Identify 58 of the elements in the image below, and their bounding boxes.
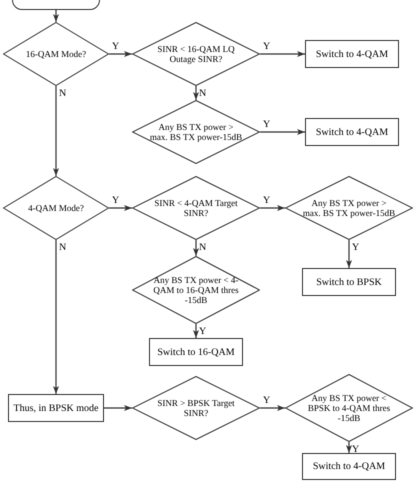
decision-text: Any BS TX power < BPSK to 4-QAM thres -15dB [306,393,392,423]
decision-text: Any BS TX power > max. BS TX power-15dB [302,198,396,218]
flow-arrow [260,129,305,135]
process-box [8,394,104,422]
decision-text: SINR < 16-QAM LQ Outage SINR? [156,44,236,64]
edge-label: Y [263,119,270,130]
edge-label: N [199,88,206,99]
decision-text: SINR > BPSK Target SINR? [156,398,236,418]
flow-arrow [346,442,352,453]
flow-arrow [109,205,132,211]
flow-arrow [193,324,199,338]
decision-diamond [285,374,413,442]
decision-text: 4-QAM Mode? [28,203,84,213]
decision-text: SINR < 4-QAM Target SINR? [153,198,239,218]
decision-diamond [132,22,260,86]
edge-label: Y [112,41,120,52]
decision-diamond [132,376,260,440]
flow-arrow [53,240,59,394]
edge-label: Y [263,41,270,52]
flow-arrow [260,405,285,411]
flow-arrow [109,51,132,57]
edge-label: Y [199,326,206,337]
decision-diamond [3,22,109,86]
flow-arrow [193,240,199,256]
process-text: Switch to 4-QAM [312,461,386,472]
process-box [302,268,396,296]
decision-diamond [285,176,413,240]
edge-label: Y [263,395,270,406]
edge-label: Y [352,444,360,455]
flow-arrow [260,205,285,211]
decision-text: Any BS TX power < 4-QAM to 16-QAM thres -15dB [152,275,240,305]
flow-arrow [53,86,59,176]
edge-label: N [59,242,66,253]
edge-label: N [199,242,206,253]
decision-diamond [3,176,109,240]
decision-diamond [132,176,260,240]
edge-label: Y [352,242,360,253]
flow-arrow [346,240,352,268]
edge-label: Y [263,195,270,206]
edge-label: Y [112,195,120,206]
process-text: Thus, in BPSK mode [13,402,98,414]
decision-text: 16-QAM Mode? [26,49,86,59]
process-box [305,118,399,146]
flow-arrow [260,51,305,57]
process-text: Switch to 4-QAM [316,48,388,60]
process-box [149,338,243,366]
decision-text: Any BS TX power > max. BS TX power-15dB [149,122,243,142]
process-text: Switch to 4-QAM [316,126,388,138]
flow-arrow [104,405,132,411]
edge-label: N [59,88,66,99]
flow-arrow [53,10,59,22]
decision-diamond [132,100,260,164]
process-text: Switch to 16-QAM [157,346,235,358]
process-text: Switch to BPSK [316,276,382,288]
decision-diamond [132,256,260,324]
process-box [302,453,396,480]
flow-arrow [193,86,199,100]
process-box [305,40,399,68]
